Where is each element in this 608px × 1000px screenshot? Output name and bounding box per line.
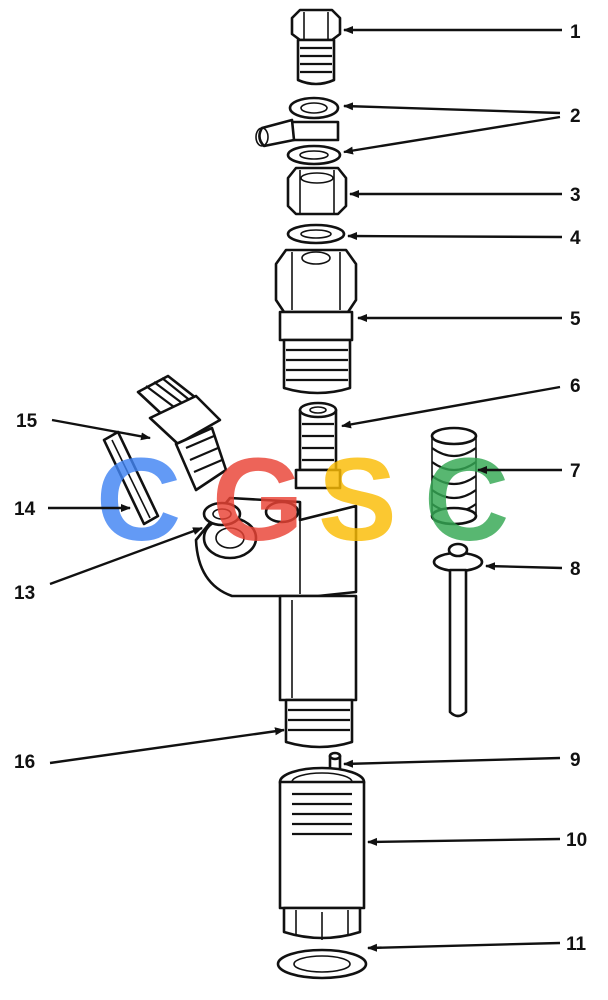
part-14-pin: [102, 430, 160, 526]
injector-body: [194, 496, 358, 749]
callout-5: 5: [570, 309, 581, 330]
part-1-banjo-bolt: [290, 8, 342, 86]
callout-7: 7: [570, 461, 581, 482]
callout-15: 15: [16, 411, 38, 432]
callout-labels: 1 2 3 4 5 6 7 8 9 10 11 13 14 15 16: [14, 22, 587, 955]
callout-10: 10: [566, 830, 587, 851]
part-7-spring: [430, 426, 478, 526]
part-2-washers: [255, 96, 342, 166]
watermark: C G S C: [96, 434, 509, 566]
callout-2: 2: [570, 106, 581, 127]
callout-13: 13: [14, 583, 35, 604]
part-15-inlet-connector: [136, 374, 228, 492]
callout-9: 9: [570, 750, 581, 771]
part-5-upper-holder: [274, 248, 358, 395]
leader-lines-left: [48, 418, 285, 765]
callout-8: 8: [570, 559, 581, 580]
callout-11: 11: [566, 934, 587, 955]
callout-6: 6: [570, 376, 581, 397]
watermark-letter-c1: C: [96, 434, 181, 566]
callout-3: 3: [570, 185, 581, 206]
callout-14: 14: [14, 499, 36, 520]
watermark-letter-c2: C: [424, 434, 509, 566]
leader-lines: [341, 26, 563, 952]
callout-4: 4: [570, 228, 581, 249]
callout-16: 16: [14, 752, 35, 773]
part-3-nut: [286, 166, 348, 216]
part-8-push-rod: [432, 542, 484, 718]
callout-1: 1: [570, 22, 581, 43]
part-11-seal-washer: [276, 948, 368, 980]
part-6-spindle: [294, 401, 342, 490]
watermark-letter-s: S: [318, 434, 397, 566]
watermark-letter-g: G: [212, 434, 304, 566]
part-4-seal-ring: [286, 223, 346, 245]
part-10-cap-nut: [278, 766, 366, 940]
